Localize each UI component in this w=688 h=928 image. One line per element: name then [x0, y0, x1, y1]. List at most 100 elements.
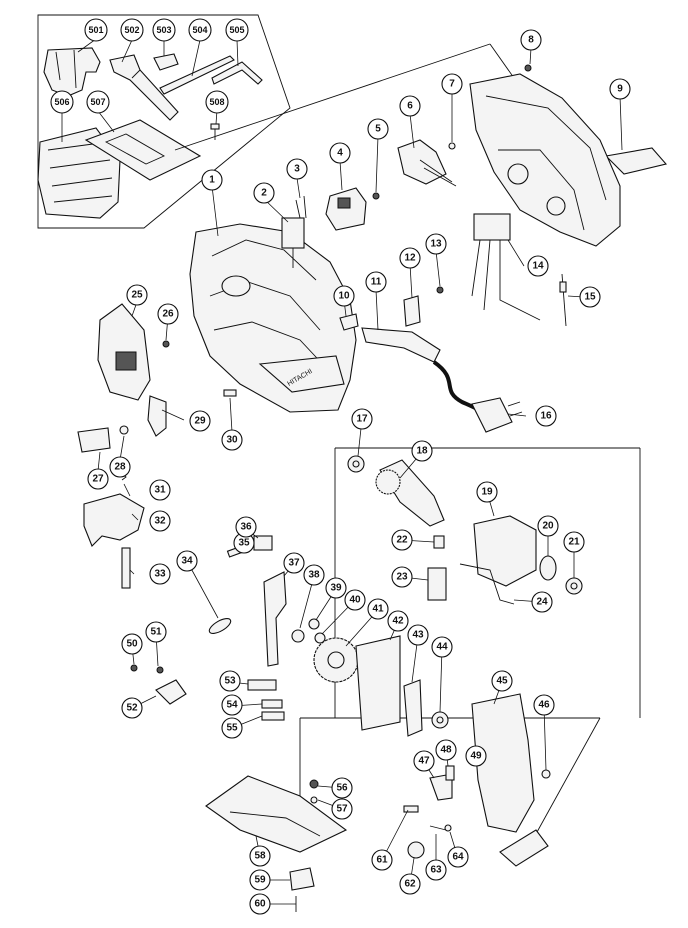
callout-33: 33 — [149, 563, 171, 585]
callout-503: 503 — [152, 18, 176, 42]
callout-number-56: 56 — [336, 783, 348, 794]
part-506-carrying-case — [37, 127, 121, 219]
callout-circle-506 — [50, 90, 74, 114]
callout-circle-62 — [399, 873, 421, 895]
callout-number-36: 36 — [240, 522, 252, 533]
callout-18: 18 — [411, 440, 433, 462]
callout-circle-29 — [189, 410, 211, 432]
callout-506: 506 — [50, 90, 74, 114]
part-9-name-plate — [604, 147, 668, 175]
part-7-pin — [448, 142, 456, 150]
callout-6: 6 — [399, 95, 421, 117]
callout-number-2: 2 — [261, 188, 267, 199]
part-508-screw — [210, 123, 220, 140]
part-45-gear-cover — [471, 693, 535, 833]
callout-circle-10 — [333, 285, 355, 307]
callout-number-34: 34 — [181, 556, 193, 567]
callout-circle-59 — [249, 869, 271, 891]
callout-25: 25 — [126, 284, 148, 306]
callout-13: 13 — [425, 233, 447, 255]
part-46-retaining-ring — [541, 769, 551, 779]
callout-circle-7 — [441, 73, 463, 95]
callout-52: 52 — [121, 697, 143, 719]
callout-circle-58 — [249, 845, 271, 867]
part-53-plate — [247, 679, 277, 691]
callout-58: 58 — [249, 845, 271, 867]
callout-28: 28 — [109, 456, 131, 478]
callout-53: 53 — [219, 670, 241, 692]
callout-circle-9 — [609, 78, 631, 100]
callout-number-57: 57 — [336, 804, 348, 815]
callout-number-50: 50 — [126, 639, 138, 650]
callout-59: 59 — [249, 869, 271, 891]
callout-circle-14 — [527, 255, 549, 277]
callout-circle-50 — [121, 633, 143, 655]
callout-circle-33 — [149, 563, 171, 585]
callout-number-21: 21 — [568, 537, 580, 548]
part-43-gasket — [403, 679, 423, 737]
part-21-ball-bearing — [565, 577, 583, 595]
callout-circle-504 — [188, 18, 212, 42]
callout-number-37: 37 — [288, 558, 300, 569]
callout-20: 20 — [537, 515, 559, 537]
callout-number-58: 58 — [254, 851, 266, 862]
callout-number-13: 13 — [430, 239, 442, 250]
callout-61: 61 — [371, 849, 393, 871]
part-11-cord-armor — [361, 327, 441, 363]
callout-42: 42 — [387, 610, 409, 632]
part-39-washer — [308, 618, 320, 630]
callout-circle-54 — [221, 694, 243, 716]
part-25-guide — [97, 303, 151, 401]
callout-circle-49 — [465, 745, 487, 767]
callout-41: 41 — [367, 598, 389, 620]
callout-circle-63 — [425, 859, 447, 881]
callout-number-48: 48 — [440, 745, 452, 756]
callout-2: 2 — [253, 182, 275, 204]
callout-21: 21 — [563, 531, 585, 553]
callout-number-64: 64 — [452, 852, 464, 863]
part-2-switch — [281, 217, 305, 268]
part-57-washer — [310, 796, 318, 804]
callout-12: 12 — [399, 247, 421, 269]
callout-55: 55 — [221, 717, 243, 739]
callout-number-51: 51 — [150, 627, 162, 638]
callout-3: 3 — [286, 158, 308, 180]
callout-number-503: 503 — [156, 25, 171, 35]
callout-number-10: 10 — [338, 291, 350, 302]
part-housing-right — [469, 73, 621, 247]
callout-30: 30 — [221, 429, 243, 451]
part-64-ring — [444, 824, 452, 832]
callout-circle-45 — [491, 670, 513, 692]
callout-circle-505 — [225, 18, 249, 42]
callout-circle-56 — [331, 777, 353, 799]
callout-number-30: 30 — [226, 435, 238, 446]
callout-502: 502 — [120, 18, 144, 42]
callout-number-53: 53 — [224, 676, 236, 687]
part-17-ball-bearing — [347, 455, 365, 473]
part-8-screw — [524, 64, 532, 72]
callout-43: 43 — [407, 624, 429, 646]
callout-number-7: 7 — [449, 79, 455, 90]
callout-number-24: 24 — [536, 597, 548, 608]
part-507-base-plate-cover — [84, 119, 202, 181]
callout-number-45: 45 — [496, 676, 508, 687]
callout-number-9: 9 — [617, 84, 623, 95]
callout-circle-39 — [325, 577, 347, 599]
callout-circle-41 — [367, 598, 389, 620]
callout-1: 1 — [201, 169, 223, 191]
part-24-lead — [459, 563, 515, 605]
callout-circle-51 — [145, 621, 167, 643]
callout-circle-34 — [176, 550, 198, 572]
callout-circle-4 — [329, 142, 351, 164]
part-28-screw — [119, 425, 129, 435]
part-51-screw — [156, 666, 164, 674]
callout-circle-23 — [391, 566, 413, 588]
callout-circle-55 — [221, 717, 243, 739]
part-33-roller-shaft — [121, 547, 131, 589]
callout-circle-64 — [447, 846, 469, 868]
callout-63: 63 — [425, 859, 447, 881]
part-13-tapping-screw — [436, 286, 444, 294]
callout-44: 44 — [431, 636, 453, 658]
callout-circle-508 — [205, 90, 229, 114]
callout-circle-40 — [344, 589, 366, 611]
